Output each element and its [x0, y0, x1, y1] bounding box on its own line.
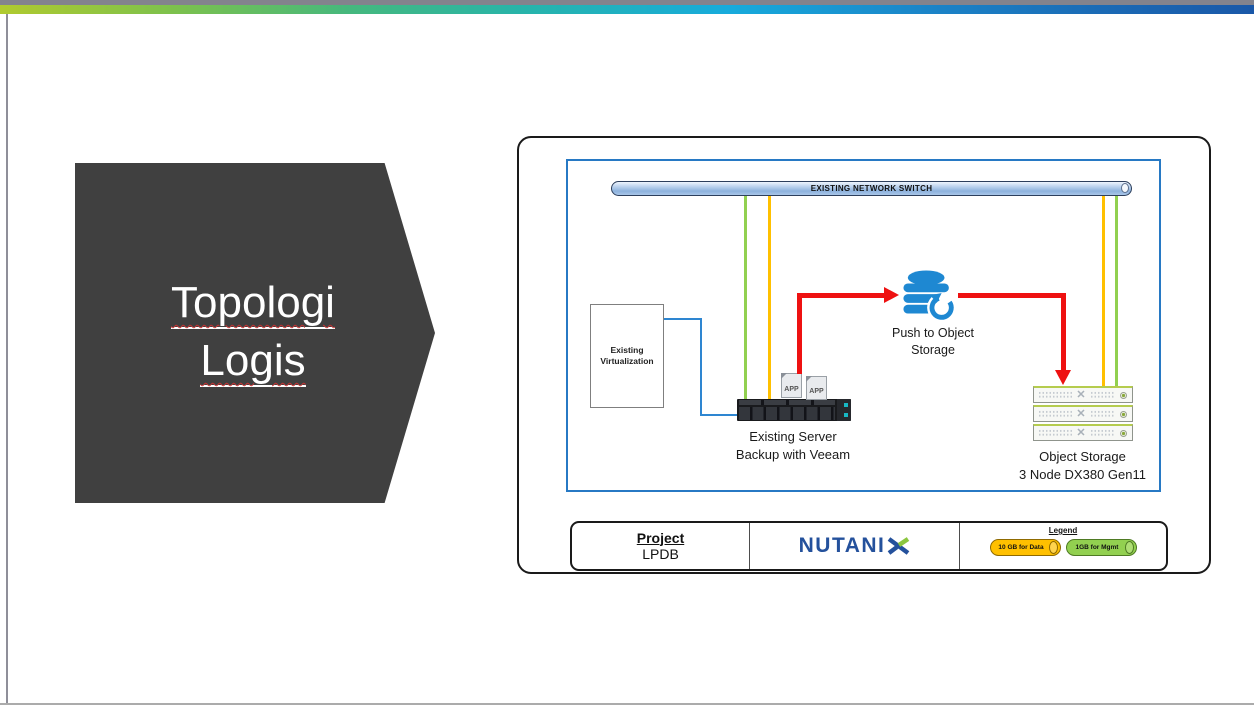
nutanix-x-badge: ✕	[1076, 427, 1086, 439]
push-to-object-storage-label: Push to Object Storage	[873, 325, 993, 359]
window-top-edge	[0, 0, 1254, 5]
existing-network-switch-cylinder: EXISTING NETWORK SWITCH	[611, 181, 1132, 196]
app-file-icon: APP	[781, 373, 802, 398]
node-power-button	[1120, 429, 1127, 437]
project-label: Project	[636, 529, 685, 546]
title-line-1: Topologi	[171, 278, 335, 329]
nutanix-x-icon	[888, 537, 910, 555]
push-arrow-head-right	[884, 287, 899, 303]
app-icon-label: APP	[809, 388, 824, 395]
slide-bottom-edge	[0, 703, 1254, 705]
database-sync-icon	[903, 270, 957, 323]
app-file-icon: APP	[806, 376, 827, 400]
object-storage-node: ✕	[1033, 405, 1133, 422]
virtualization-label-line-2: Virtualization	[600, 356, 654, 366]
push-arrow-from-server	[797, 295, 802, 374]
storage-label-line-1: Object Storage	[1039, 449, 1126, 464]
node-vent-dots	[1090, 410, 1114, 418]
switch-label: EXISTING NETWORK SWITCH	[810, 184, 933, 193]
virtualization-label-line-1: Existing	[610, 345, 644, 355]
node-vent-dots	[1038, 410, 1072, 418]
nutanix-x-badge: ✕	[1076, 389, 1086, 401]
push-arrow-from-server	[797, 293, 885, 298]
footer-project-cell: Project LPDB	[572, 523, 750, 569]
data-line-right	[1102, 196, 1105, 386]
server-top-row	[739, 400, 835, 405]
legend-pill-mgmt-label: 1GB for Mgmt	[1075, 544, 1119, 551]
footer-legend-cell: Legend 10 GB for Data 1GB for Mgmt	[960, 523, 1166, 569]
app-icon-label: APP	[784, 386, 799, 393]
storage-label-line-2: 3 Node DX380 Gen11	[1019, 467, 1146, 482]
title-line-2: Logis	[200, 336, 306, 387]
object-storage-node: ✕	[1033, 424, 1133, 441]
legend-pill-data-label: 10 GB for Data	[998, 544, 1044, 551]
legend-title: Legend	[1048, 526, 1078, 535]
slide-title: Topologi Logis	[75, 163, 407, 503]
legend-items: 10 GB for Data 1GB for Mgmt	[989, 539, 1137, 556]
slide-accent-gradient-bar	[0, 5, 1254, 14]
push-label-line-1: Push to Object	[892, 326, 974, 340]
slide-left-edge	[6, 14, 8, 704]
existing-server-label: Existing Server Backup with Veeam	[703, 428, 883, 464]
node-vent-dots	[1090, 429, 1114, 437]
server-led	[844, 413, 848, 417]
legend-pill-data: 10 GB for Data	[989, 539, 1061, 556]
existing-virtualization-box: Existing Virtualization	[590, 304, 664, 408]
object-storage-node: ✕	[1033, 386, 1133, 403]
push-label-line-2: Storage	[911, 343, 955, 357]
diagram-footer-bar: Project LPDB NUTANI Legend 10 GB for Dat…	[570, 521, 1168, 571]
node-power-button	[1120, 410, 1127, 418]
server-label-line-1: Existing Server	[749, 429, 837, 444]
data-line-left	[768, 196, 771, 400]
server-label-line-2: Backup with Veeam	[735, 447, 851, 462]
footer-brand-cell: NUTANI	[750, 523, 960, 569]
project-value: LPDB	[642, 545, 679, 562]
nutanix-wordmark: NUTANI	[798, 534, 886, 557]
node-vent-dots	[1038, 391, 1072, 399]
title-chevron-shape: Topologi Logis	[75, 163, 435, 503]
push-arrow-head-down	[1055, 370, 1071, 385]
push-arrow-to-storage	[958, 293, 1066, 298]
virtualization-connector-segment	[664, 318, 701, 320]
node-power-button	[1120, 391, 1127, 399]
virtualization-connector-segment	[700, 414, 737, 416]
legend-pill-mgmt: 1GB for Mgmt	[1065, 539, 1137, 556]
node-vent-dots	[1038, 429, 1072, 437]
mgmt-line-right	[1115, 196, 1118, 386]
server-drive-bays	[739, 407, 835, 420]
push-arrow-to-storage	[1061, 293, 1066, 371]
nutanix-x-badge: ✕	[1076, 408, 1086, 420]
object-storage-label: Object Storage 3 Node DX380 Gen11	[1000, 448, 1165, 484]
mgmt-line-left	[744, 196, 747, 400]
switch-cylinder-cap	[1121, 183, 1129, 193]
server-led	[844, 403, 848, 407]
existing-server-image	[737, 399, 851, 421]
virtualization-connector-segment	[700, 318, 702, 415]
node-vent-dots	[1090, 391, 1114, 399]
